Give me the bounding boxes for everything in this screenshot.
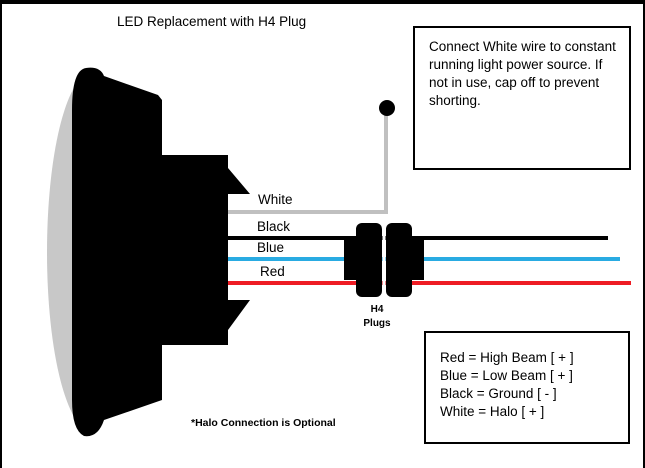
h4-plug-label-line2: Plugs bbox=[363, 318, 391, 329]
halo-footnote: *Halo Connection is Optional bbox=[191, 417, 336, 429]
legend-entry-black: Black = Ground [ - ] bbox=[440, 386, 557, 401]
legend-entry-red: Red = High Beam [ + ] bbox=[440, 350, 574, 365]
white-wire bbox=[228, 112, 388, 214]
h4-plug-label-line1: H4 bbox=[370, 304, 384, 315]
h4-plug-label: H4 Plugs bbox=[352, 303, 402, 331]
legend-entry-white: White = Halo [ + ] bbox=[440, 404, 545, 419]
white-wire-note: Connect White wire to constant running l… bbox=[413, 26, 631, 170]
legend-entry-blue: Blue = Low Beam [ + ] bbox=[440, 368, 573, 383]
blue-wire-label: Blue bbox=[257, 240, 285, 255]
headlight-housing bbox=[72, 67, 250, 437]
red-wire-label: Red bbox=[260, 264, 285, 279]
white-wire-terminal bbox=[379, 100, 395, 116]
h4-plug-left bbox=[344, 223, 382, 297]
wire-color-legend: Red = High Beam [ + ] Blue = Low Beam [ … bbox=[424, 331, 630, 444]
diagram-title: LED Replacement with H4 Plug bbox=[117, 14, 307, 29]
black-wire-label: Black bbox=[257, 219, 291, 234]
white-wire-label: White bbox=[258, 192, 293, 207]
h4-plug-right bbox=[386, 223, 424, 297]
